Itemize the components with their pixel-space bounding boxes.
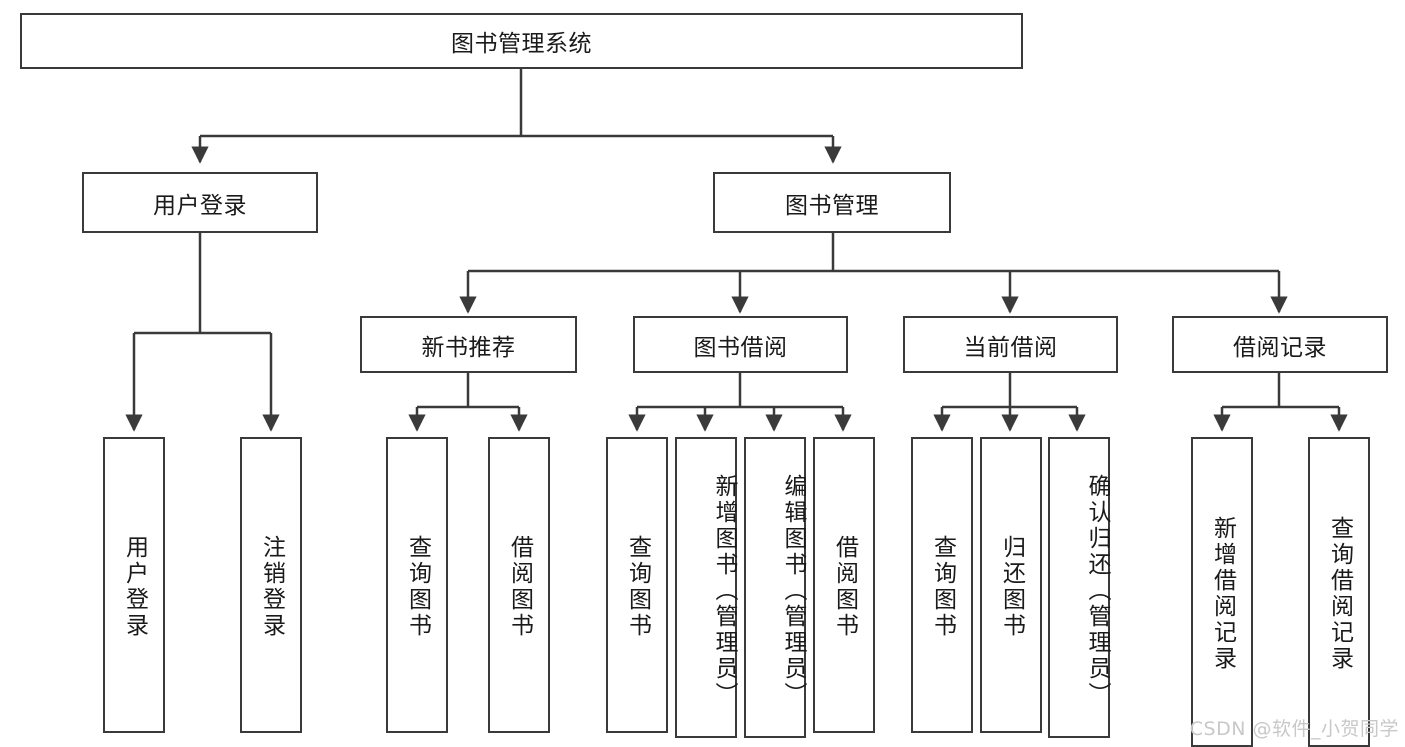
node-label: 图书管理 — [785, 192, 879, 219]
node-label: 新增图书（管理员） — [711, 473, 737, 708]
node-root-system[interactable]: 图书管理系统 — [20, 13, 1023, 69]
node-label: 新书推荐 — [421, 334, 516, 361]
node-label: 确认归还（管理员） — [1084, 473, 1110, 708]
node-label: 新增借阅记录 — [1209, 516, 1236, 672]
leaf-add-borrow-record[interactable]: 新增借阅记录 — [1191, 437, 1253, 747]
node-label: 归还图书 — [998, 535, 1025, 639]
leaf-user-login[interactable]: 用户登录 — [103, 437, 165, 733]
node-label: 查询图书 — [929, 535, 956, 639]
leaf-edit-book-admin[interactable]: 编辑图书（管理员） — [744, 437, 806, 738]
leaf-query-book-recommend[interactable]: 查询图书 — [386, 437, 448, 733]
node-label: 注销登录 — [258, 535, 285, 639]
node-label: 图书借阅 — [693, 334, 788, 361]
node-label: 用户登录 — [121, 535, 148, 639]
leaf-return-book[interactable]: 归还图书 — [980, 437, 1042, 733]
node-book-borrow[interactable]: 图书借阅 — [633, 316, 848, 373]
node-new-book-recommend[interactable]: 新书推荐 — [360, 316, 577, 373]
node-label: 编辑图书（管理员） — [780, 473, 806, 708]
node-label: 当前借阅 — [963, 334, 1058, 361]
node-label: 借阅图书 — [506, 535, 533, 639]
leaf-borrow-book-recommend[interactable]: 借阅图书 — [488, 437, 550, 733]
node-label: 图书管理系统 — [451, 31, 592, 57]
node-user-login[interactable]: 用户登录 — [82, 172, 318, 233]
node-label: 查询借阅记录 — [1326, 516, 1353, 672]
watermark-text: CSDN @软件_小贺同学 — [1189, 718, 1399, 740]
node-label: 用户登录 — [153, 192, 247, 219]
leaf-logout[interactable]: 注销登录 — [240, 437, 302, 733]
leaf-query-book-borrow[interactable]: 查询图书 — [606, 437, 668, 733]
node-label: 借阅图书 — [831, 535, 858, 639]
leaf-confirm-return-admin[interactable]: 确认归还（管理员） — [1048, 437, 1110, 738]
node-borrow-record[interactable]: 借阅记录 — [1172, 316, 1388, 373]
node-label: 查询图书 — [624, 535, 651, 639]
leaf-query-borrow-record[interactable]: 查询借阅记录 — [1308, 437, 1370, 747]
node-label: 借阅记录 — [1233, 334, 1327, 361]
leaf-query-book-current[interactable]: 查询图书 — [911, 437, 973, 733]
node-book-management[interactable]: 图书管理 — [713, 172, 951, 233]
leaf-borrow-book[interactable]: 借阅图书 — [813, 437, 875, 733]
node-current-borrow[interactable]: 当前借阅 — [903, 316, 1118, 373]
node-label: 查询图书 — [404, 535, 431, 639]
leaf-add-book-admin[interactable]: 新增图书（管理员） — [675, 437, 737, 738]
